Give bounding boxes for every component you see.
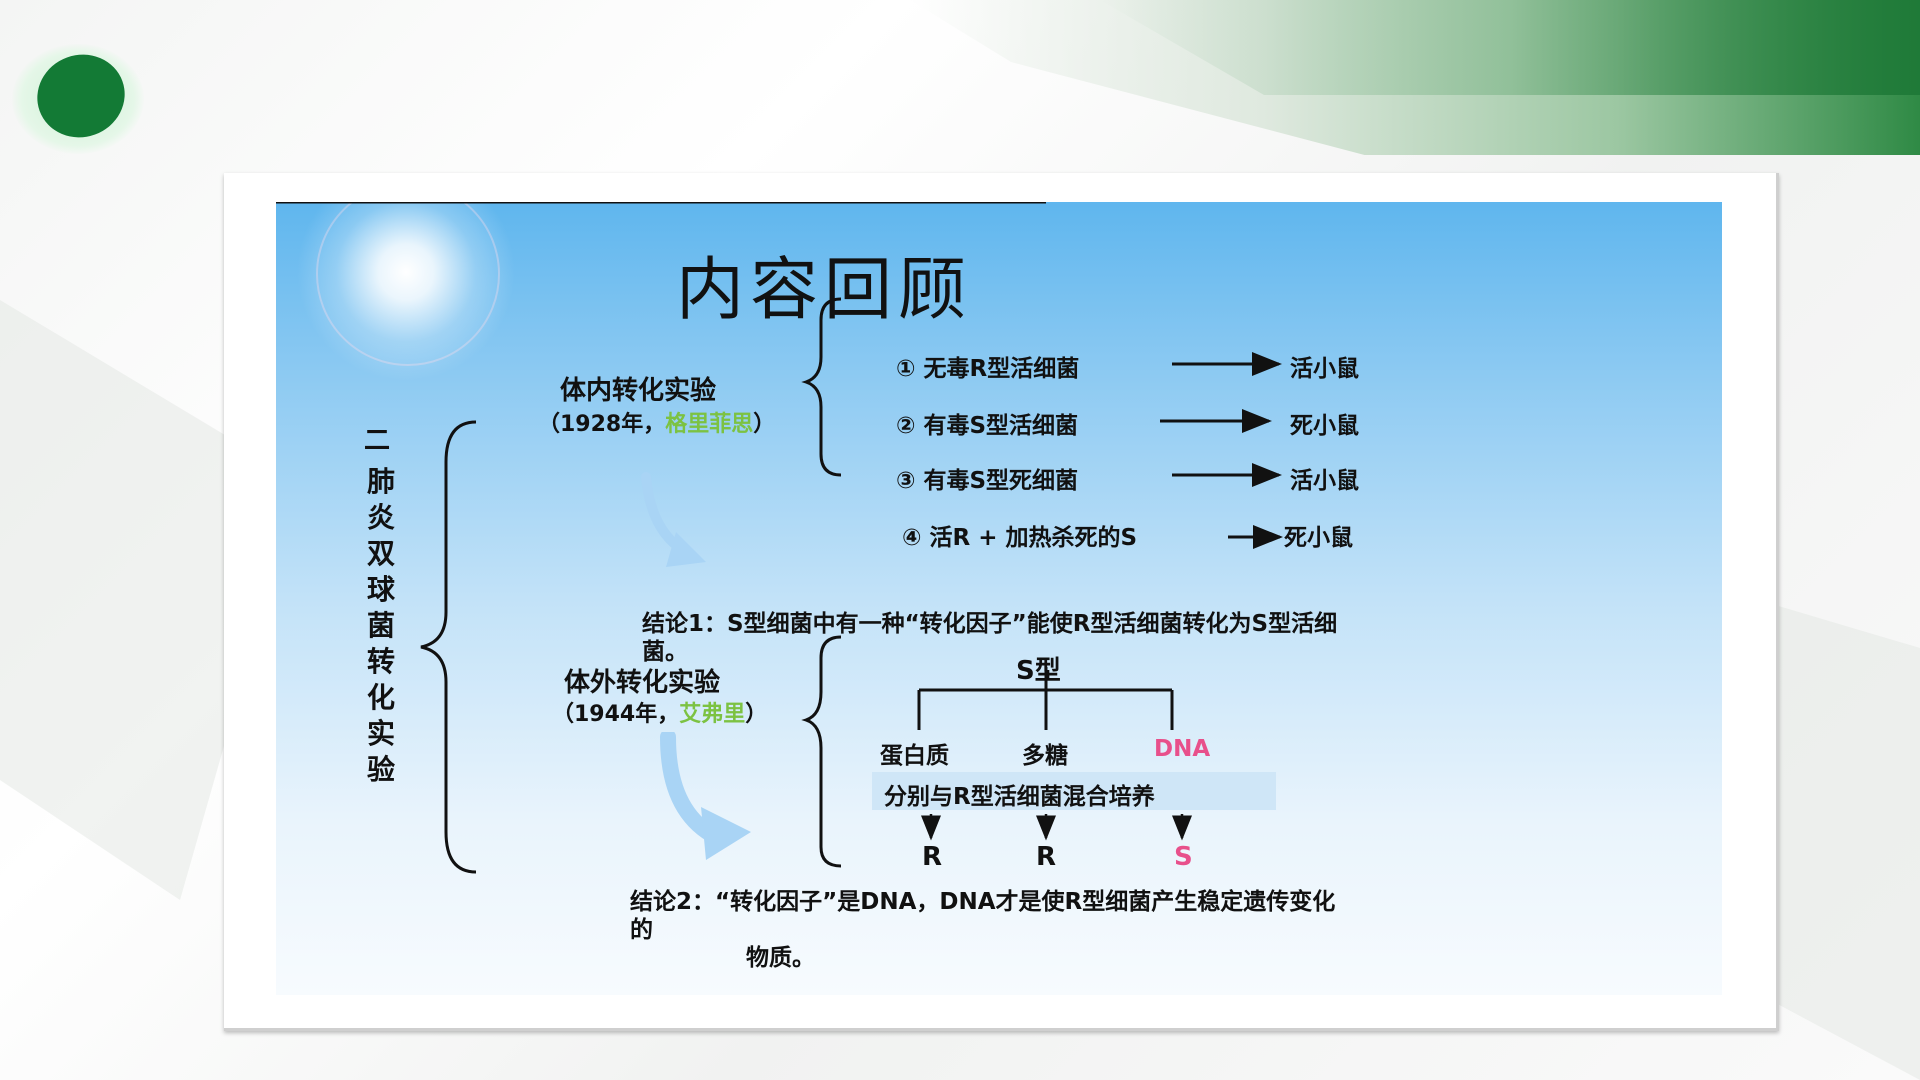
section-title-char: 球 xyxy=(366,573,395,606)
in-vivo-result-4: 死小鼠 xyxy=(1284,525,1353,551)
in-vitro-brace xyxy=(801,635,842,868)
in-vivo-brace xyxy=(801,297,842,477)
in-vivo-year-prefix: （1928年， xyxy=(538,412,666,437)
section-title-char: 转 xyxy=(366,645,395,678)
in-vivo-label: 体内转化实验 xyxy=(560,376,717,406)
section-title-vertical: 肺 炎 双 球 菌 转 化 实 验 xyxy=(361,464,401,788)
in-vivo-step-4: ④ 活R + 加热杀死的S xyxy=(902,525,1138,551)
section-number: 二 xyxy=(364,426,391,456)
in-vivo-step-3: ③ 有毒S型死细菌 xyxy=(896,468,1079,494)
section-title-char: 实 xyxy=(366,717,395,750)
in-vitro-year-suffix: ） xyxy=(745,702,768,727)
in-vivo-result-2: 死小鼠 xyxy=(1290,413,1359,439)
in-vitro-year-prefix: （1944年， xyxy=(552,702,680,727)
sun-ring-decoration xyxy=(316,202,500,366)
component-dna: DNA xyxy=(1154,736,1211,762)
in-vivo-result-1: 活小鼠 xyxy=(1290,356,1359,382)
section-title-char: 化 xyxy=(366,681,395,714)
component-polysaccharide: 多糖 xyxy=(1022,743,1068,769)
decorative-arrow-icon xyxy=(660,732,751,860)
in-vitro-scientist: 艾弗里 xyxy=(679,702,746,727)
in-vivo-year: （1928年，格里菲思） xyxy=(538,406,775,438)
conclusion-2-line-1: 结论2：“转化因子”是DNA，DNA才是使R型细菌产生稳定遗传变化 xyxy=(630,889,1336,915)
in-vivo-step-1: ① 无毒R型活细菌 xyxy=(896,356,1080,382)
section-title-char: 菌 xyxy=(366,609,395,642)
outcome-s: S xyxy=(1174,842,1193,872)
section-title-char: 验 xyxy=(366,753,395,786)
embedded-slide: 内容回顾 二 肺 炎 双 球 菌 转 化 实 验 体内转化实验 （1928年，格… xyxy=(276,202,1722,995)
section-title-char: 双 xyxy=(366,537,395,570)
conclusion-2-line-2: 的 xyxy=(630,917,653,943)
in-vitro-label: 体外转化实验 xyxy=(564,668,721,698)
component-protein: 蛋白质 xyxy=(880,743,949,769)
s-type-root: S型 xyxy=(1016,656,1061,686)
conclusion-1-line-1: 结论1：S型细菌中有一种“转化因子”能使R型活细菌转化为S型活细 xyxy=(642,611,1338,637)
in-vivo-result-3: 活小鼠 xyxy=(1290,468,1359,494)
in-vivo-step-2: ② 有毒S型活细菌 xyxy=(896,413,1079,439)
in-vivo-scientist: 格里菲思 xyxy=(665,412,754,437)
conclusion-1-line-2: 菌。 xyxy=(642,639,688,665)
diagram-lines xyxy=(276,202,1283,874)
section-title-char: 肺 xyxy=(366,465,395,498)
slide-title: 内容回顾 xyxy=(676,251,973,330)
main-brace xyxy=(420,420,477,874)
outcome-r-2: R xyxy=(1036,842,1057,872)
outcome-r-1: R xyxy=(922,842,943,872)
section-title-char: 炎 xyxy=(366,501,395,534)
mix-label-box xyxy=(872,772,1276,810)
mix-label: 分别与R型活细菌混合培养 xyxy=(884,784,1155,810)
conclusion-2-line-3: 物质。 xyxy=(746,945,815,971)
decorative-arrow-icon xyxy=(641,472,706,567)
in-vitro-year: （1944年，艾弗里） xyxy=(552,696,767,728)
in-vivo-year-suffix: ） xyxy=(753,412,776,437)
